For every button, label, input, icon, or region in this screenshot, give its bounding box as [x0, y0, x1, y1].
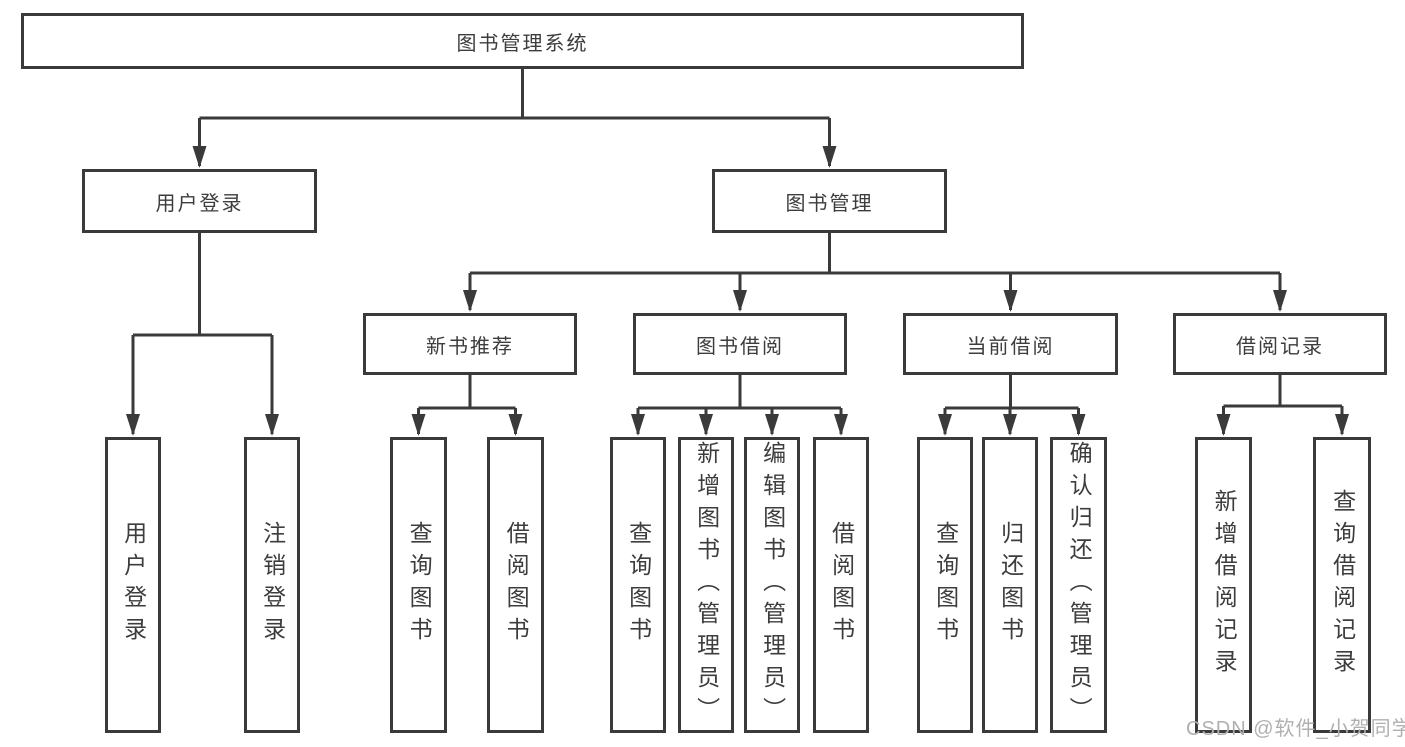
leaf-query-books-current-label: 查询图书: [932, 521, 959, 649]
node-user-login: 用户登录: [82, 169, 317, 233]
leaf-borrow-books-label: 借阅图书: [828, 521, 855, 649]
node-new-book-recommend: 新书推荐: [363, 313, 577, 375]
leaf-add-books-admin-label: 新增图书（管理员）: [693, 441, 720, 729]
leaf-query-borrow-record: 查询借阅记录: [1313, 437, 1371, 733]
leaf-confirm-return-admin: 确认归还（管理员）: [1050, 437, 1107, 733]
leaf-add-books-admin: 新增图书（管理员）: [678, 437, 734, 733]
leaf-query-borrow-record-label: 查询借阅记录: [1329, 489, 1356, 681]
node-current-borrowing: 当前借阅: [903, 313, 1118, 375]
node-root: 图书管理系统: [21, 13, 1024, 69]
leaf-edit-books-admin-label: 编辑图书（管理员）: [759, 441, 786, 729]
leaf-borrow-books-recommend-label: 借阅图书: [503, 521, 530, 649]
leaf-logout: 注销登录: [244, 437, 300, 733]
leaf-add-borrow-record: 新增借阅记录: [1195, 437, 1252, 733]
leaf-borrow-books-recommend: 借阅图书: [487, 437, 544, 733]
node-book-borrowing: 图书借阅: [633, 313, 847, 375]
leaf-add-borrow-record-label: 新增借阅记录: [1211, 489, 1238, 681]
leaf-user-login: 用户登录: [105, 437, 161, 733]
node-book-management: 图书管理: [712, 169, 947, 233]
node-borrowing-records: 借阅记录: [1173, 313, 1387, 375]
leaf-query-books-recommend-label: 查询图书: [406, 521, 433, 649]
leaf-logout-label: 注销登录: [259, 521, 286, 649]
leaf-query-books-recommend: 查询图书: [390, 437, 447, 733]
leaf-borrow-books: 借阅图书: [813, 437, 869, 733]
leaf-query-books-borrow: 查询图书: [610, 437, 666, 733]
csdn-watermark: CSDN @软件_小贺同学: [1186, 718, 1405, 740]
leaf-user-login-label: 用户登录: [120, 521, 147, 649]
leaf-return-books: 归还图书: [982, 437, 1038, 733]
leaf-query-books-current: 查询图书: [917, 437, 973, 733]
leaf-query-books-borrow-label: 查询图书: [625, 521, 652, 649]
leaf-return-books-label: 归还图书: [997, 521, 1024, 649]
leaf-edit-books-admin: 编辑图书（管理员）: [744, 437, 800, 733]
leaf-confirm-return-admin-label: 确认归还（管理员）: [1066, 441, 1093, 729]
